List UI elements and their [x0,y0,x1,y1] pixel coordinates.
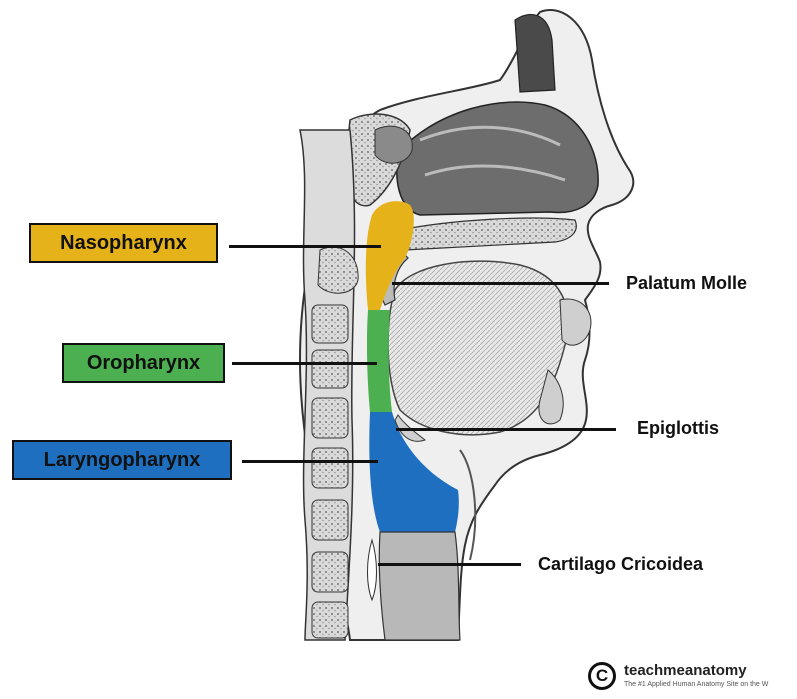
brand-name: teachmeanatomy [624,662,747,679]
nasopharynx-leader [229,245,381,248]
nasopharynx-label: Nasopharynx [29,223,218,263]
vertebral-column [300,130,358,640]
oropharynx-region [367,310,392,412]
cartilago-cricoidea-leader [378,563,521,566]
laryngopharynx-label: Laryngopharynx [12,440,232,480]
palatum-molle-label: Palatum Molle [626,273,747,294]
oropharynx-label: Oropharynx [62,343,225,383]
cartilago-cricoidea-label: Cartilago Cricoidea [538,554,703,575]
brand-tagline: The #1 Applied Human Anatomy Site on the… [624,681,768,688]
larynx [379,532,460,640]
teachmeanatomy-credit: C teachmeanatomy The #1 Applied Human An… [588,660,793,696]
epiglottis-label: Epiglottis [637,418,719,439]
palatum-molle-leader [392,282,609,285]
epiglottis-leader [396,428,616,431]
copyright-icon: C [588,662,616,690]
oropharynx-leader [232,362,377,365]
laryngopharynx-leader [242,460,378,463]
